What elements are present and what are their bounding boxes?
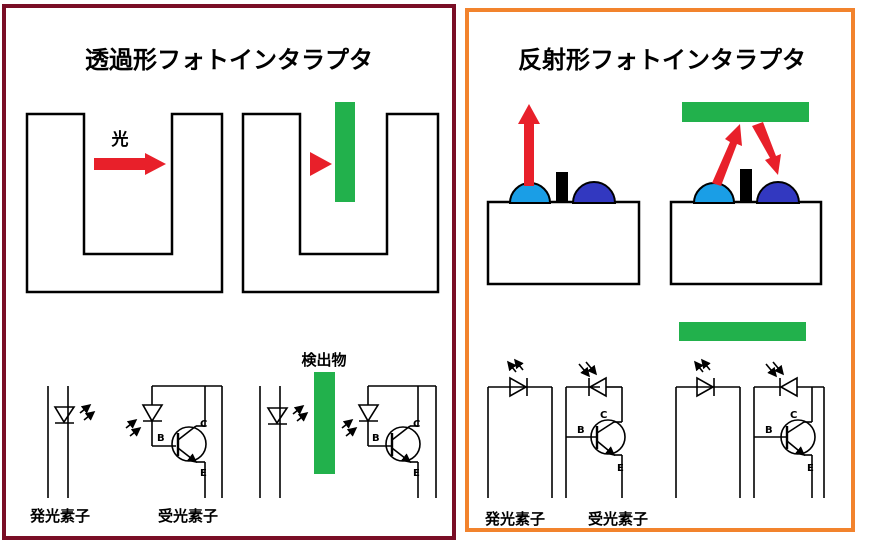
combined-pin-b-label: B: [372, 433, 380, 444]
reflective-panel-border: [465, 8, 855, 532]
reflective-pin-c-label: C: [600, 410, 607, 421]
reflective-object-schematic: [679, 322, 806, 341]
receiver-schematic: [125, 385, 223, 498]
combined-pin-e-label: E: [413, 468, 420, 479]
reflective-sensor-open: [486, 104, 641, 286]
transmissive-housing-blocked: [241, 112, 440, 294]
emitter-schematic: [47, 386, 96, 498]
pin-e-label: E: [200, 468, 207, 479]
reflective-schematic-open: [487, 358, 626, 498]
receiver-label: 受光素子: [158, 507, 218, 525]
detected-object-slot: [335, 102, 355, 202]
pin-c-label: C: [200, 419, 207, 430]
transmissive-housing-open: [25, 112, 224, 294]
reflective-receiver-label: 受光素子: [588, 510, 648, 528]
transmissive-panel-border: [2, 4, 456, 540]
light-label: 光: [111, 129, 129, 150]
reflective-pin-e-label: E: [617, 463, 624, 474]
combined-emitter-schematic: [259, 386, 309, 498]
light-beam-arrow: [94, 153, 166, 175]
reflective2-pin-c-label: C: [790, 410, 797, 421]
transmissive-title: 透過形フォトインタラプタ: [85, 46, 373, 74]
combined-pin-c-label: C: [413, 419, 420, 430]
reflective-schematic-reflecting: [675, 358, 825, 498]
reflective-emitter-label: 発光素子: [484, 510, 545, 528]
combined-receiver-schematic: [341, 385, 437, 498]
reflective-sensor-reflecting: [669, 102, 823, 286]
reflective-pin-b-label: B: [577, 425, 585, 436]
blocked-light-arrow: [310, 152, 332, 176]
pin-b-label: B: [157, 433, 165, 444]
reflective-title: 反射形フォトインタラプタ: [518, 46, 806, 74]
object-label: 検出物: [301, 351, 346, 369]
reflective2-pin-b-label: B: [765, 425, 773, 436]
emitter-label: 発光素子: [29, 507, 90, 525]
detected-object-schematic: [314, 372, 335, 474]
reflective2-pin-e-label: E: [807, 463, 814, 474]
